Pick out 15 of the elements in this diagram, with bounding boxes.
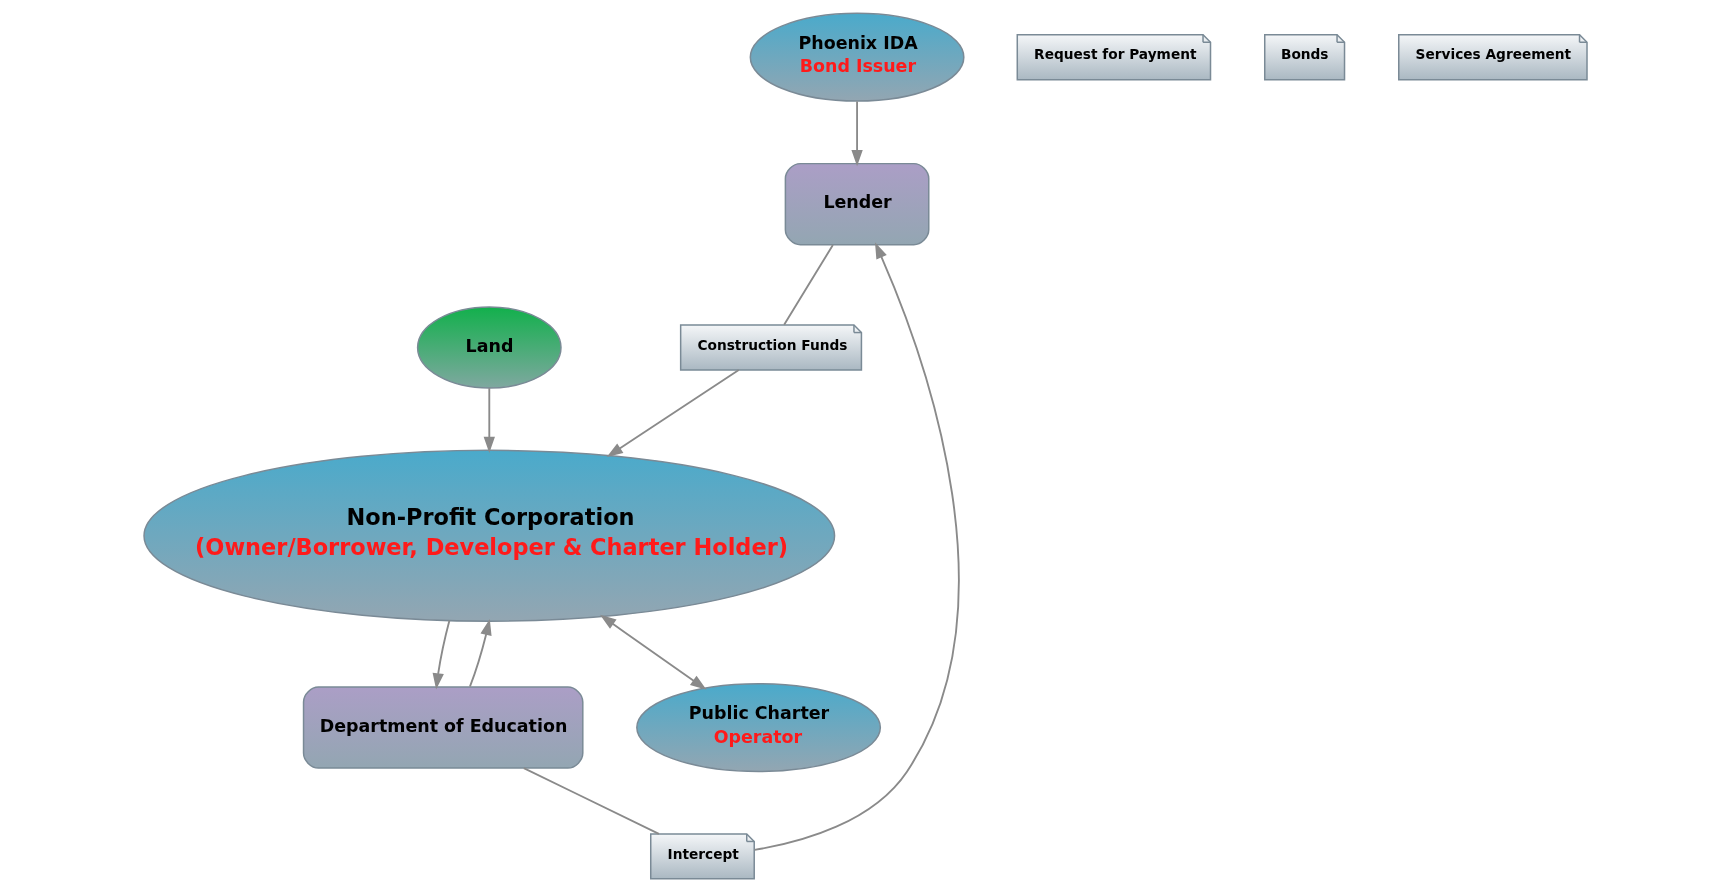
node-ellipse: Land — [416, 306, 562, 389]
node-box: Lender — [784, 162, 929, 246]
node-ellipse: Phoenix IDA Bond Issuer — [749, 12, 965, 102]
arrow — [606, 369, 740, 458]
arrow — [483, 387, 495, 453]
arrow — [468, 618, 492, 688]
connector — [782, 244, 834, 326]
node-ellipse: Public Charter Operator — [635, 682, 881, 773]
arrow — [432, 619, 450, 690]
arrow — [850, 100, 863, 167]
arrow — [753, 242, 960, 851]
arrow — [599, 614, 706, 690]
connector — [522, 767, 660, 835]
node-box: Department of Education — [302, 686, 584, 769]
node-ellipse: Non-Profit Corporation (Owner/Borrower, Developer & Charter Holder) — [142, 449, 835, 622]
